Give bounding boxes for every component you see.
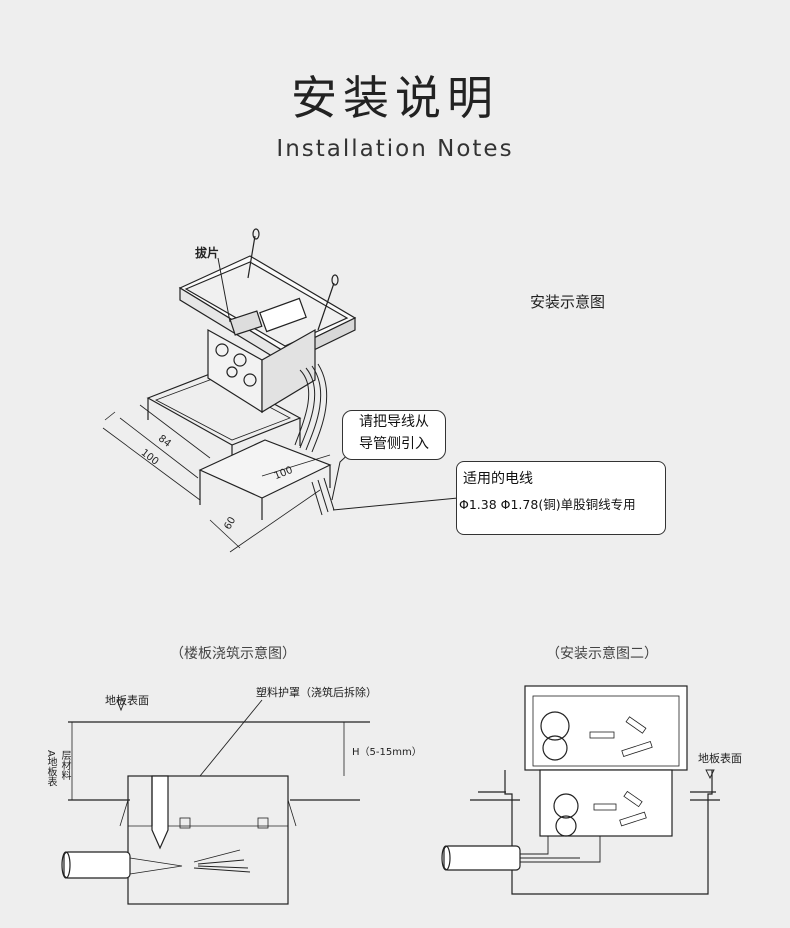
- side-label-2: 层材料: [59, 750, 70, 780]
- wire-entry-line-1: 请把导线从: [359, 414, 429, 430]
- outlet-body: [207, 328, 316, 414]
- page-subtitle: Installation Notes: [276, 136, 514, 162]
- wire-entry-line-2: 导管侧引入: [359, 436, 429, 452]
- plastic-cover-label: 塑料护罩（浇筑后拆除）: [256, 686, 377, 699]
- floor-pouring-drawing: [61, 699, 370, 905]
- screw-left: [247, 228, 260, 279]
- page-title: 安装说明: [291, 71, 499, 125]
- wire-entry-callout: 请把导线从 导管侧引入: [342, 410, 446, 460]
- wire-spec-callout: 适用的电线 Φ1.38 Φ1.78(铜)单股铜线专用: [456, 461, 666, 535]
- floor-surface-label-2: 地板表面: [698, 752, 742, 765]
- wire-spec-line-1: 适用的电线: [463, 471, 533, 487]
- diagram-caption: 安装示意图: [530, 293, 606, 311]
- tab-label: 拔片: [195, 246, 220, 260]
- side-label-1: A地板表: [45, 750, 56, 787]
- floor-surface-label: 地板表面: [105, 694, 149, 707]
- dimension-lines: [102, 404, 331, 553]
- floor-pouring-caption: （楼板浇筑示意图）: [170, 646, 296, 662]
- wires: [294, 363, 335, 516]
- height-label: H（5-15mm）: [352, 747, 422, 758]
- installation-2-caption: （安装示意图二）: [546, 646, 658, 662]
- screw-right: [317, 274, 339, 331]
- outlet-lid: [178, 255, 357, 366]
- wire-spec-line-2: Φ1.38 Φ1.78(铜)单股铜线专用: [459, 497, 636, 512]
- floor-box: [146, 371, 332, 520]
- installation-2-drawing: [441, 685, 720, 895]
